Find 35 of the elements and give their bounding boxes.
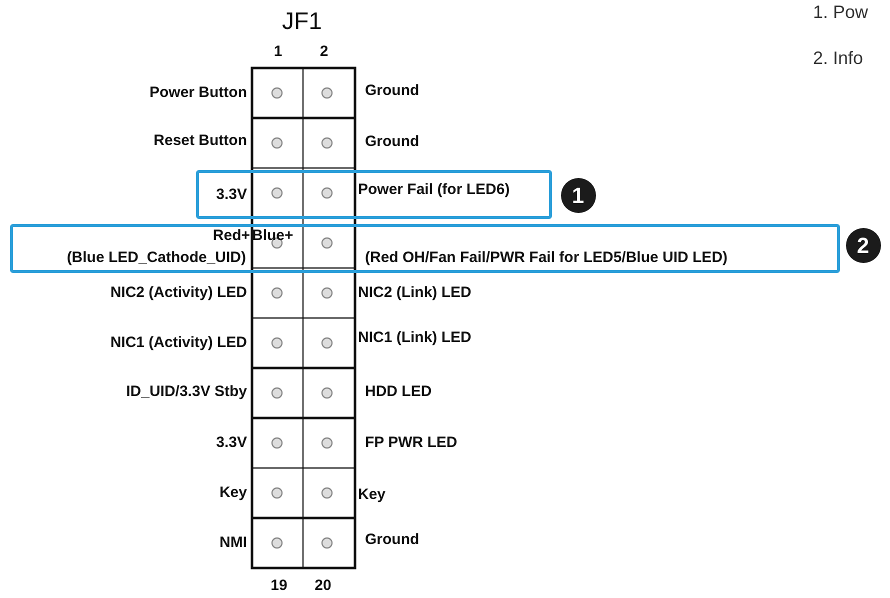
pin-number: 2 (320, 43, 328, 61)
pin-label: Blue+ (252, 227, 294, 245)
pin-label: 3.3V (216, 434, 247, 452)
pin-label: ID_UID/3.3V Stby (126, 383, 247, 401)
pin-label: NIC1 (Activity) LED (110, 334, 247, 352)
pin-label: Ground (365, 531, 420, 549)
pin-number: 1 (274, 43, 282, 61)
pin-number: 20 (314, 577, 332, 595)
pin-label: Red+ (212, 227, 250, 245)
pin-label: FP PWR LED (365, 434, 458, 452)
highlight-box (196, 170, 552, 219)
pin-label: (Blue LED_Cathode_UID) (66, 249, 246, 267)
connector-title: JF1 (282, 8, 322, 36)
pin-label: Key (358, 486, 386, 504)
pin-number: 19 (270, 577, 288, 595)
pin-label: HDD LED (365, 383, 432, 401)
pin-label: 3.3V (216, 186, 247, 204)
pin-label: NIC1 (Link) LED (358, 329, 472, 347)
note-text: 2. Info (813, 47, 864, 69)
pin-label: NIC2 (Link) LED (358, 284, 472, 302)
pin-label: (Red OH/Fan Fail/PWR Fail for LED5/Blue UID LED) (365, 249, 728, 267)
callout-badge (846, 228, 881, 263)
highlight-box (10, 224, 840, 273)
pin-label: Power Button (150, 84, 247, 102)
note-text: 1. Pow (813, 1, 868, 23)
pin-label: NIC2 (Activity) LED (110, 284, 247, 302)
pin-label: Reset Button (154, 132, 247, 150)
callout-number: 1 (572, 184, 584, 208)
pin-label: Key (219, 484, 247, 502)
callout-number: 2 (856, 234, 870, 258)
pin-label: Ground (365, 133, 420, 151)
pin-label: Power Fail (for LED6) (358, 181, 510, 199)
callout-badge (561, 178, 596, 213)
pin-label: Ground (365, 82, 420, 100)
pin-label: NMI (220, 534, 247, 552)
